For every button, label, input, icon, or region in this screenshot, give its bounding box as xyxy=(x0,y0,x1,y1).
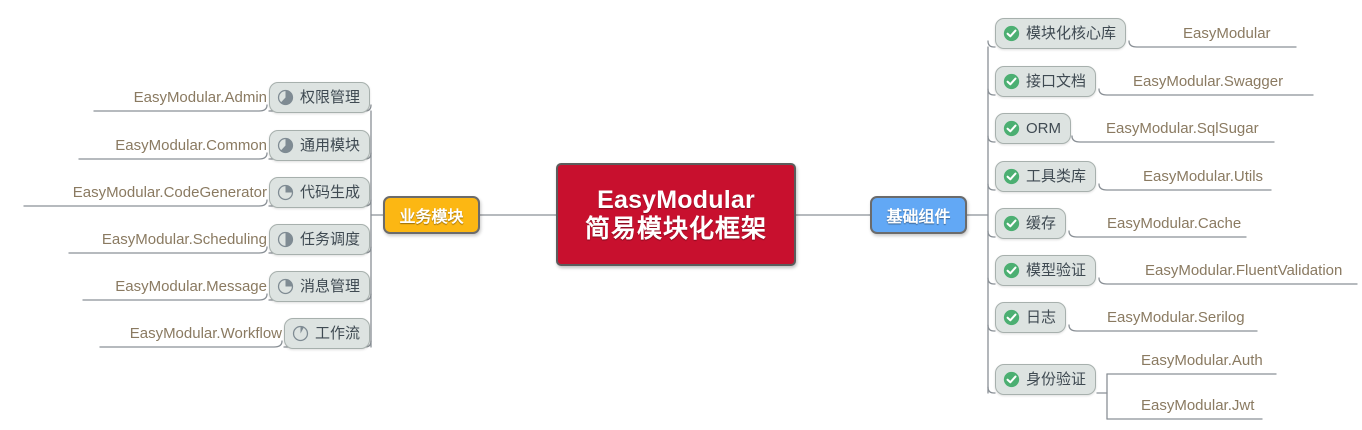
check-circle-icon xyxy=(1003,309,1020,325)
check-circle-icon xyxy=(1003,73,1020,89)
topic-pill-right-2[interactable]: ORM xyxy=(995,112,1071,144)
topic-pill-left-1-label: 通用模块 xyxy=(300,136,361,154)
topic-pill-left-4[interactable]: 消息管理 xyxy=(269,270,371,302)
leaf-label-right-7-0: EasyModular.Auth xyxy=(1141,352,1263,369)
progress-pie-icon xyxy=(277,231,294,247)
leaf-label-left-2: EasyModular.CodeGenerator xyxy=(72,184,267,201)
leaf-label-left-5: EasyModular.Workflow xyxy=(129,325,282,342)
leaf-label-left-0: EasyModular.Admin xyxy=(133,89,267,106)
check-circle-icon xyxy=(1003,168,1020,184)
progress-pie-icon xyxy=(277,137,294,153)
branch-node-business-label: 业务模块 xyxy=(399,209,464,226)
topic-pill-right-0-label: 模块化核心库 xyxy=(1026,24,1117,42)
branch-node-components[interactable]: 基础组件 xyxy=(870,196,967,234)
topic-pill-right-3-label: 工具类库 xyxy=(1026,167,1087,185)
topic-pill-left-2-label: 代码生成 xyxy=(300,183,361,201)
topic-pill-left-0-label: 权限管理 xyxy=(300,88,361,106)
branch-node-business[interactable]: 业务模块 xyxy=(383,196,480,234)
leaf-label-right-2-0: EasyModular.SqlSugar xyxy=(1106,120,1259,137)
center-node-subtitle: 简易模块化框架 xyxy=(584,214,767,243)
leaf-label-left-1: EasyModular.Common xyxy=(115,137,267,154)
progress-pie-icon xyxy=(277,184,294,200)
leaf-label-left-4: EasyModular.Message xyxy=(115,278,267,295)
topic-pill-left-1[interactable]: 通用模块 xyxy=(269,129,371,161)
topic-pill-left-3-label: 任务调度 xyxy=(300,230,361,248)
check-circle-icon xyxy=(1003,262,1020,278)
topic-pill-left-4-label: 消息管理 xyxy=(300,277,361,295)
center-node[interactable]: EasyModular 简易模块化框架 xyxy=(556,163,796,266)
leaf-label-right-1-0: EasyModular.Swagger xyxy=(1133,73,1284,90)
check-circle-icon xyxy=(1003,25,1020,41)
topic-pill-right-5-label: 模型验证 xyxy=(1026,261,1087,279)
leaf-label-right-0-0: EasyModular xyxy=(1183,25,1271,42)
center-node-title: EasyModular xyxy=(597,185,755,214)
topic-pill-right-6-label: 日志 xyxy=(1026,308,1057,326)
topic-pill-right-2-label: ORM xyxy=(1026,119,1061,137)
leaf-label-right-3-0: EasyModular.Utils xyxy=(1143,168,1264,185)
topic-pill-right-0[interactable]: 模块化核心库 xyxy=(995,17,1127,49)
leaf-label-right-6-0: EasyModular.Serilog xyxy=(1107,309,1245,326)
topic-pill-right-1-label: 接口文档 xyxy=(1026,72,1087,90)
branch-node-components-label: 基础组件 xyxy=(886,209,951,226)
leaf-label-left-3: EasyModular.Scheduling xyxy=(101,231,267,248)
check-circle-icon xyxy=(1003,215,1020,231)
topic-pill-right-5[interactable]: 模型验证 xyxy=(995,254,1097,286)
topic-pill-right-6[interactable]: 日志 xyxy=(995,301,1067,333)
progress-pie-icon xyxy=(292,325,309,341)
topic-pill-left-2[interactable]: 代码生成 xyxy=(269,176,371,208)
leaf-label-right-7-1: EasyModular.Jwt xyxy=(1141,397,1255,414)
topic-pill-left-5-label: 工作流 xyxy=(315,324,361,342)
topic-pill-right-7-label: 身份验证 xyxy=(1026,370,1087,388)
topic-pill-right-1[interactable]: 接口文档 xyxy=(995,65,1097,97)
check-circle-icon xyxy=(1003,120,1020,136)
check-circle-icon xyxy=(1003,371,1020,387)
leaf-label-right-5-0: EasyModular.FluentValidation xyxy=(1145,262,1343,279)
topic-pill-left-5[interactable]: 工作流 xyxy=(284,317,371,349)
progress-pie-icon xyxy=(277,278,294,294)
progress-pie-icon xyxy=(277,89,294,105)
topic-pill-left-0[interactable]: 权限管理 xyxy=(269,81,371,113)
leaf-label-right-4-0: EasyModular.Cache xyxy=(1107,215,1242,232)
topic-pill-right-7[interactable]: 身份验证 xyxy=(995,363,1097,395)
topic-pill-right-3[interactable]: 工具类库 xyxy=(995,160,1097,192)
topic-pill-left-3[interactable]: 任务调度 xyxy=(269,223,371,255)
topic-pill-right-4-label: 缓存 xyxy=(1026,214,1057,232)
topic-pill-right-4[interactable]: 缓存 xyxy=(995,207,1067,239)
